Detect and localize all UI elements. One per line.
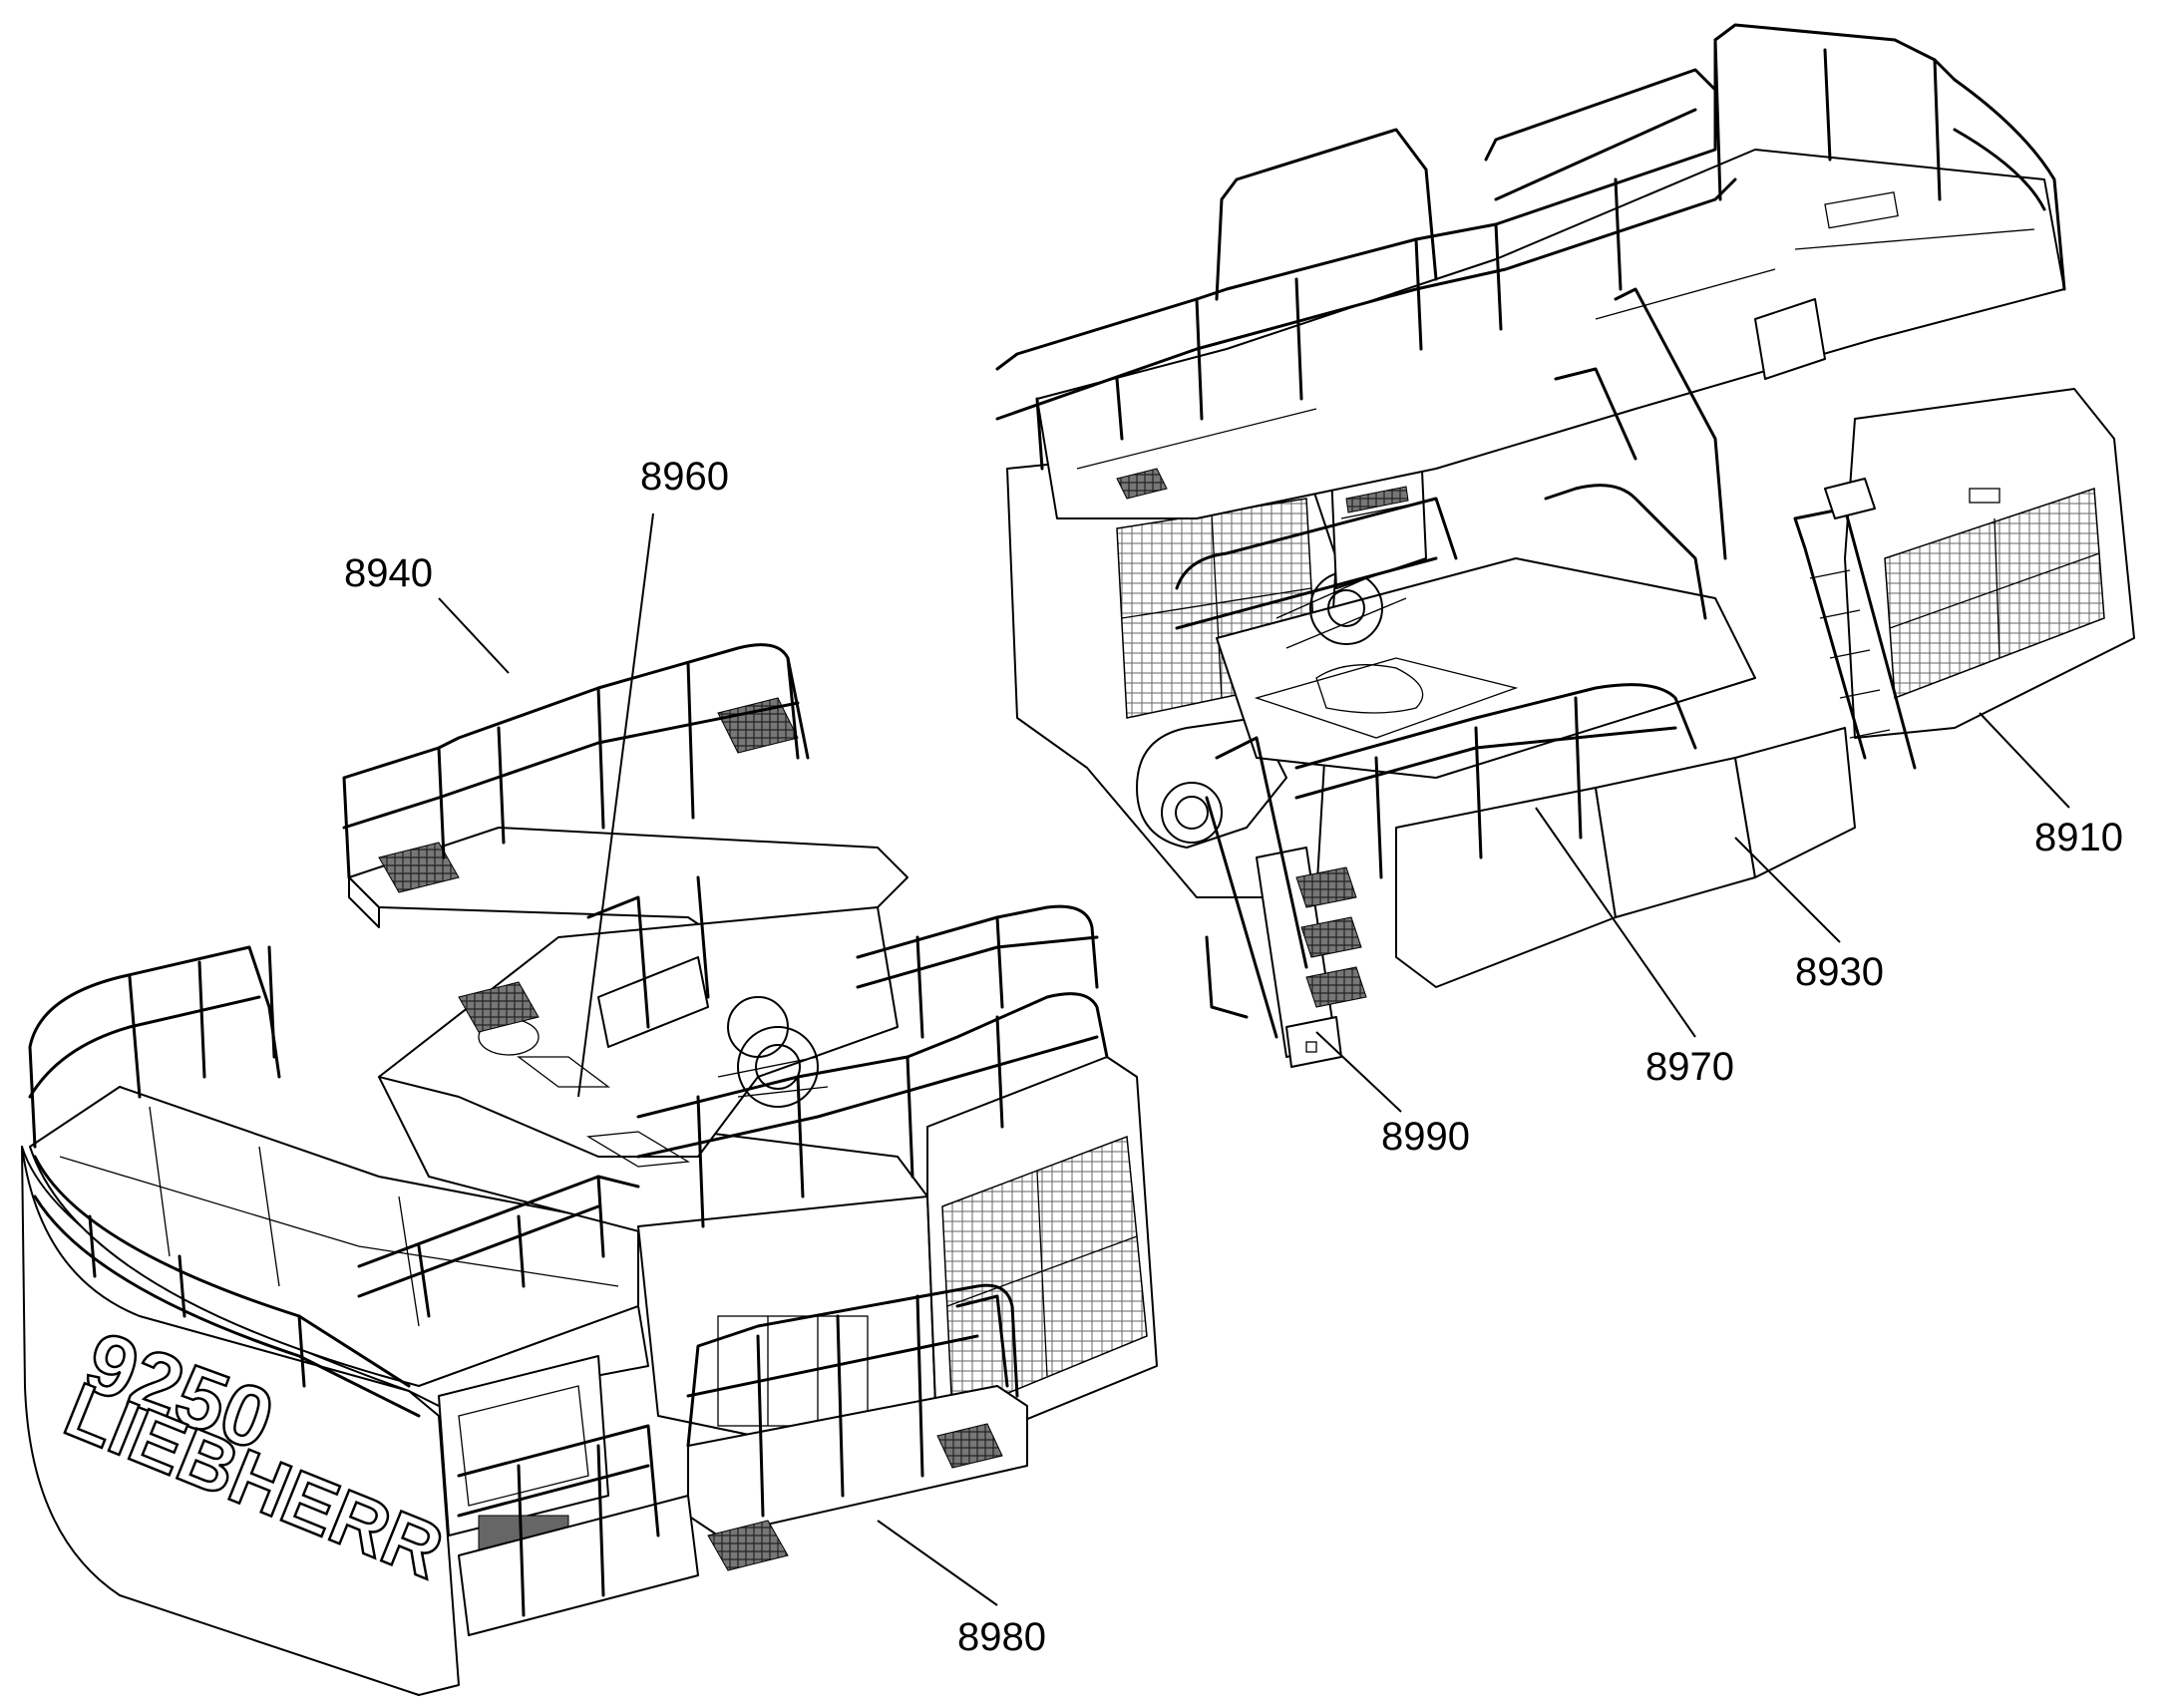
leader-8970 <box>1535 807 1696 1038</box>
callout-8940: 8940 <box>344 551 433 595</box>
rear-deck <box>29 1086 639 1387</box>
left-view-upper-structure: 9250 LIEBHERR <box>21 643 1158 1696</box>
lower-front-box <box>1395 787 1617 988</box>
leader-8930 <box>1734 837 1841 943</box>
right-view-upper-structure <box>995 23 2135 1068</box>
leader-8980 <box>877 1520 998 1606</box>
top-deck-handrail <box>995 23 1957 371</box>
leader-8940 <box>438 597 510 674</box>
callout-8990: 8990 <box>1381 1115 1470 1159</box>
callout-8970: 8970 <box>1645 1045 1734 1089</box>
front-deck <box>1216 557 1756 779</box>
callout-8910: 8910 <box>2034 816 2123 859</box>
callout-8960: 8960 <box>640 455 729 499</box>
leader-8990 <box>1315 1031 1402 1113</box>
callout-8980: 8980 <box>957 1615 1046 1659</box>
leader-lines <box>438 512 2070 1606</box>
callout-8930: 8930 <box>1795 950 1884 994</box>
counterweight <box>21 1146 460 1696</box>
top-deck <box>1036 149 2065 519</box>
leader-8910 <box>1979 712 2070 809</box>
leader-8960 <box>577 512 654 1098</box>
rear-deck-handrail <box>28 945 281 1149</box>
